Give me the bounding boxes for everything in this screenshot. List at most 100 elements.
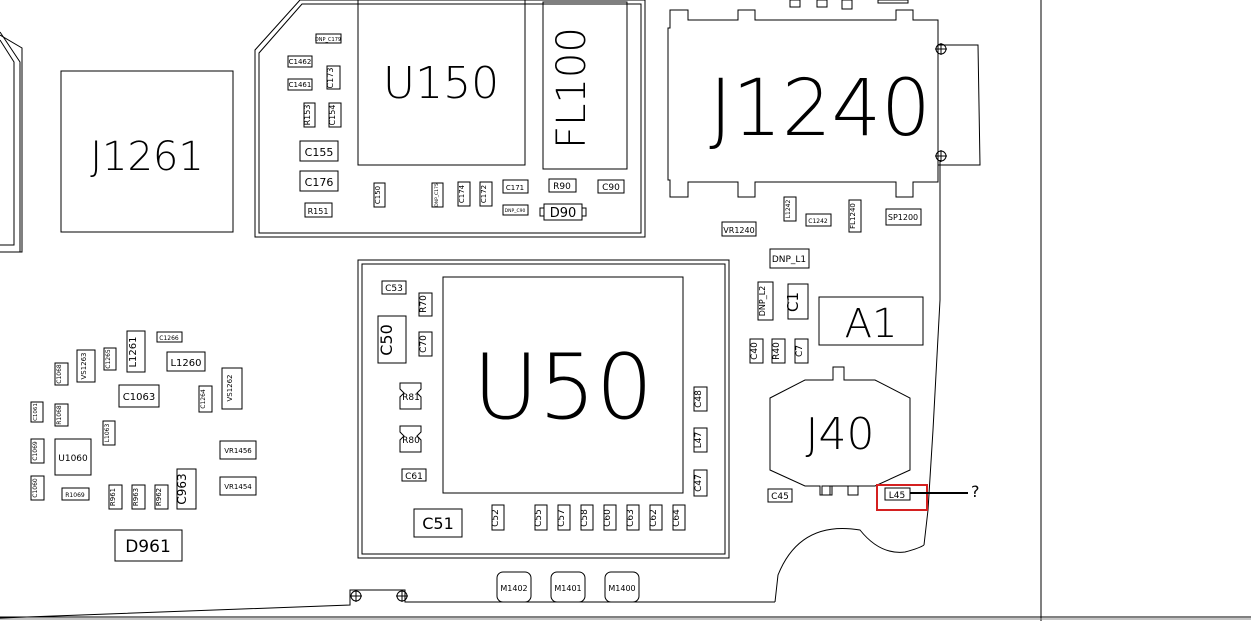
label-c1242: C1242 — [808, 218, 828, 225]
label-l1261: L1261 — [128, 336, 139, 367]
label-c1: C1 — [784, 292, 802, 312]
label-u150: U150 — [383, 58, 499, 109]
label-c47: C47 — [694, 474, 704, 492]
shield-u150 — [254, 0, 646, 238]
label-c60: C60 — [603, 509, 613, 527]
label-fl100: FL100 — [549, 27, 595, 149]
label-r1068: R1068 — [56, 405, 63, 425]
label-c70: C70 — [419, 335, 429, 353]
label-r1069: R1069 — [65, 492, 85, 499]
label-c57: C57 — [557, 509, 567, 527]
component-a1 — [818, 296, 924, 346]
label-r40: R40 — [772, 342, 782, 360]
label-c171: C171 — [506, 184, 524, 192]
label-l1260: L1260 — [170, 358, 201, 369]
component-fl100 — [542, 1, 628, 170]
label-vr1456: VR1456 — [224, 447, 252, 455]
label-c40: C40 — [750, 342, 760, 360]
label-c58: C58 — [580, 509, 590, 527]
label-vs1263: VS1263 — [80, 352, 88, 379]
label-dnp-c175: DNP_C175 — [434, 183, 440, 207]
label-dnp-l2: DNP_L2 — [758, 286, 767, 317]
label-c1061: C1061 — [33, 403, 39, 421]
label-dnp-l1: DNP_L1 — [772, 255, 806, 265]
label-u1060: U1060 — [58, 454, 88, 464]
component-j40 — [769, 366, 911, 496]
label-c45: C45 — [771, 492, 789, 502]
pad-m1400 — [604, 571, 640, 603]
label-c50: C50 — [377, 324, 396, 356]
label-m1402: M1402 — [500, 584, 527, 593]
label-c64: C64 — [672, 509, 682, 527]
label-r81: R81 — [402, 393, 420, 403]
label-r80: R80 — [402, 436, 420, 446]
label-d961: D961 — [125, 537, 171, 557]
label-c174: C174 — [458, 184, 466, 203]
label-m1401: M1401 — [554, 584, 581, 593]
label-c53: C53 — [385, 284, 403, 294]
component-u50 — [442, 276, 684, 494]
label-fl1240: FL1240 — [849, 203, 857, 229]
label-r70: R70 — [419, 295, 429, 313]
label-r90: R90 — [553, 182, 571, 192]
label-sp1200: SP1200 — [888, 213, 918, 222]
label-d90: D90 — [550, 206, 577, 221]
highlighted-component-l45[interactable]: L45 ? — [876, 482, 980, 511]
label-l47: L47 — [694, 432, 704, 448]
label-l1063: L1063 — [104, 424, 111, 443]
label-c90: C90 — [602, 183, 620, 193]
label-c1461: C1461 — [289, 81, 312, 89]
shield-j1240 — [667, 9, 939, 198]
component-labels-large: J1261 U150 FL100 J1240 U50 A1 J40 D961 C… — [90, 27, 931, 557]
label-dnp-c90: DNP_C90 — [505, 208, 526, 214]
label-c150: C150 — [374, 186, 382, 204]
label-vs1262: VS1262 — [226, 374, 234, 401]
component-u150 — [357, 0, 526, 166]
label-vr1454: VR1454 — [224, 483, 252, 491]
label-m1400: M1400 — [608, 584, 635, 593]
label-dnp-c179: DNP_C179 — [315, 37, 341, 43]
label-c52: C52 — [491, 509, 501, 527]
label-j1240: J1240 — [709, 64, 931, 154]
label-r961: R961 — [109, 488, 117, 506]
pad-m1401 — [550, 571, 586, 603]
label-j1261: J1261 — [90, 134, 204, 180]
highlight-box — [876, 484, 928, 511]
label-c155: C155 — [305, 146, 334, 159]
label-c176: C176 — [305, 176, 334, 189]
label-r151: R151 — [308, 207, 329, 216]
label-c1063: C1063 — [123, 392, 155, 403]
label-c1264: C1264 — [200, 389, 207, 409]
label-c51: C51 — [422, 514, 454, 533]
component-d961 — [114, 529, 183, 562]
label-a1: A1 — [845, 301, 898, 347]
label-c1462: C1462 — [289, 58, 312, 66]
label-c63: C63 — [626, 509, 636, 527]
component-c50 — [377, 315, 407, 364]
shield-u50 — [357, 259, 730, 559]
label-c61: C61 — [405, 472, 423, 482]
label-c55: C55 — [534, 509, 544, 527]
component-labels-small: DNP_C179 C1462 C1461 C173 R153 C154 C155… — [32, 37, 918, 593]
label-r153: R153 — [303, 105, 312, 126]
label-c1266: C1266 — [159, 335, 179, 342]
label-u50: U50 — [473, 335, 653, 440]
label-l1242: L1242 — [785, 200, 792, 219]
label-c172: C172 — [480, 185, 488, 203]
label-c48: C48 — [694, 390, 704, 408]
label-c963: C963 — [175, 473, 189, 504]
pad-m1402 — [496, 571, 532, 603]
label-c1068: C1068 — [56, 364, 63, 384]
label-r962: R962 — [155, 488, 163, 506]
label-c173: C173 — [326, 68, 335, 89]
label-r963: R963 — [132, 488, 140, 506]
label-c62: C62 — [649, 509, 659, 527]
label-j40: J40 — [806, 409, 875, 460]
label-vr1240: VR1240 — [723, 226, 754, 235]
label-c1069: C1069 — [32, 441, 39, 461]
label-c7: C7 — [795, 345, 805, 357]
label-c154: C154 — [328, 105, 337, 126]
callout-question-mark: ? — [971, 482, 980, 501]
